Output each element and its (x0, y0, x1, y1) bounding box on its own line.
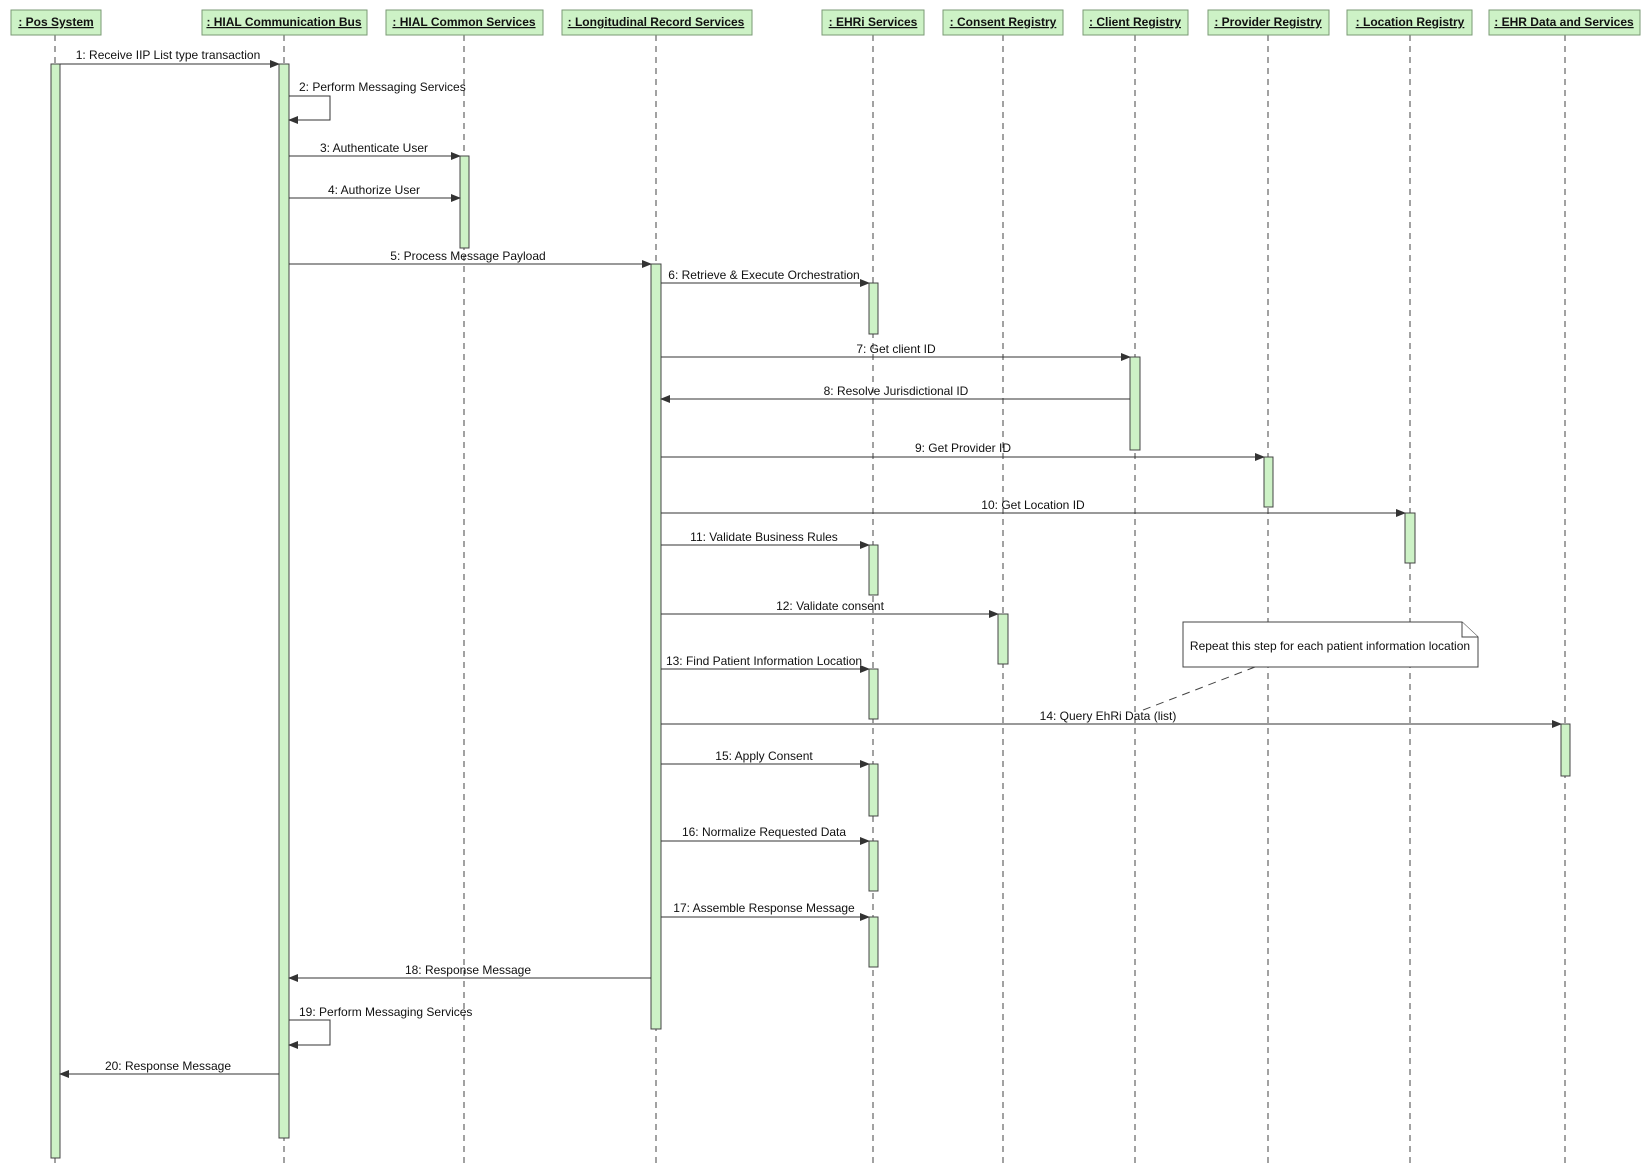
activation-ehri-16 (868, 840, 879, 892)
message-label: 16: Normalize Requested Data (682, 825, 846, 839)
message-label: 11: Validate Business Rules (690, 530, 838, 544)
message-label: 3: Authenticate User (320, 141, 428, 155)
activation-ehri-15 (868, 763, 879, 817)
activation-provider (1263, 456, 1274, 508)
message-label: 9: Get Provider ID (915, 441, 1011, 455)
lifeline-header-client: : Client Registry (1082, 9, 1189, 36)
message-label: 10: Get Location ID (981, 498, 1085, 512)
lifeline-label-consent: : Consent Registry (950, 15, 1057, 29)
message-label: 6: Retrieve & Execute Orchestration (668, 268, 859, 282)
activation-ehrdata (1560, 723, 1571, 777)
activation-hial (278, 63, 290, 1139)
activation-location (1404, 512, 1416, 564)
activation-ehri-11 (868, 544, 879, 596)
lifeline-label-hial: : HIAL Communication Bus (206, 15, 361, 29)
message-label: 8: Resolve Jurisdictional ID (824, 384, 969, 398)
message-label: 15: Apply Consent (715, 749, 813, 763)
lifeline-label-ehrdata: : EHR Data and Services (1494, 15, 1634, 29)
message-label: 14: Query EhRi Data (list) (1040, 709, 1177, 723)
activation-ehri-17 (868, 916, 879, 968)
message-label: 19: Perform Messaging Services (299, 1005, 472, 1019)
note-connector (1137, 666, 1256, 713)
lifeline-header-location: : Location Registry (1346, 9, 1473, 36)
lifeline-label-common: : HIAL Common Services (392, 15, 535, 29)
lifeline-header-consent: : Consent Registry (942, 9, 1064, 36)
lifeline-header-pos: : Pos System (10, 9, 102, 36)
activation-common (459, 155, 470, 249)
activation-ehri-13 (868, 668, 879, 720)
message-label: 7: Get client ID (856, 342, 936, 356)
activation-lrs (650, 263, 662, 1030)
activation-consent (997, 613, 1009, 665)
lifeline-header-provider: : Provider Registry (1207, 9, 1330, 36)
lifeline-header-hial: : HIAL Communication Bus (201, 9, 368, 36)
activation-client (1129, 356, 1141, 451)
messages: 1: Receive IIP List type transaction 2: … (59, 48, 1562, 1078)
lifeline-label-pos: : Pos System (18, 15, 93, 29)
lifeline-header-ehri: : EHRi Services (821, 9, 925, 36)
message-label: 1: Receive IIP List type transaction (76, 48, 261, 62)
message-label: 20: Response Message (105, 1059, 231, 1073)
message-label: 12: Validate consent (776, 599, 885, 613)
message-arrow (288, 1019, 331, 1049)
lifeline-label-client: : Client Registry (1089, 15, 1181, 29)
activation-ehri-6 (868, 282, 879, 335)
lifeline-header-ehrdata: : EHR Data and Services (1488, 9, 1641, 36)
message-label: 17: Assemble Response Message (673, 901, 855, 915)
lifeline-label-location: : Location Registry (1356, 15, 1465, 29)
message-label: 2: Perform Messaging Services (299, 80, 466, 94)
lifeline-header-common: : HIAL Common Services (385, 9, 544, 36)
message-label: 18: Response Message (405, 963, 531, 977)
message-arrow (288, 95, 331, 124)
lifeline-label-provider: : Provider Registry (1214, 15, 1322, 29)
note-repeat: Repeat this step for each patient inform… (1137, 621, 1479, 713)
message-label: 13: Find Patient Information Location (666, 654, 862, 668)
message-label: 5: Process Message Payload (390, 249, 545, 263)
activation-pos (50, 63, 61, 1159)
lifeline-header-lrs: : Longitudinal Record Services (561, 9, 753, 36)
note-text: Repeat this step for each patient inform… (1190, 639, 1470, 653)
lifeline-label-ehri: : EHRi Services (829, 15, 918, 29)
activation-bars (50, 63, 1571, 1159)
message-label: 4: Authorize User (328, 183, 420, 197)
lifeline-label-lrs: : Longitudinal Record Services (568, 15, 745, 29)
